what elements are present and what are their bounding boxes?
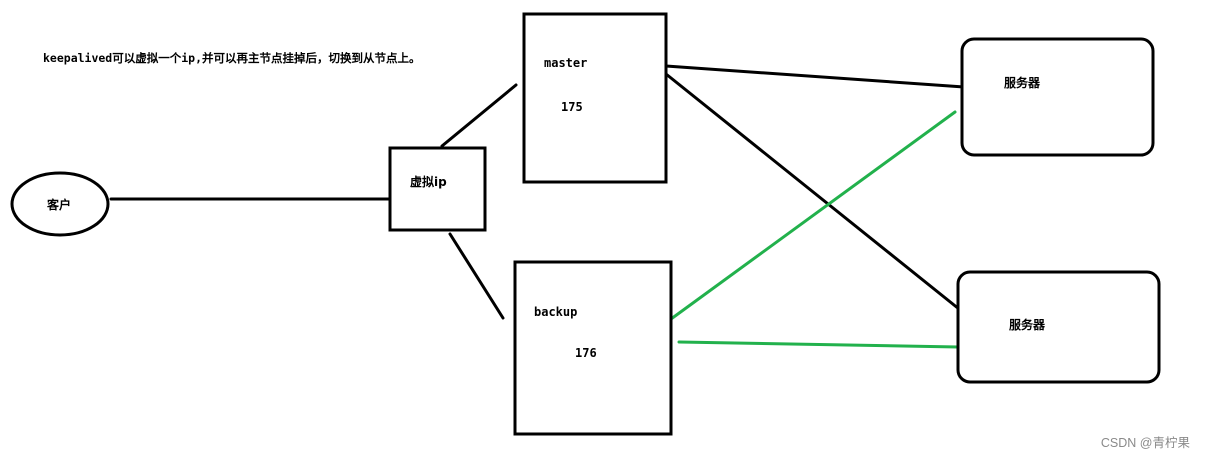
backup-ip: 176 [575,346,597,360]
edge-backup-server1 [669,110,957,321]
master-label: master [544,56,587,70]
master-ip: 175 [561,100,583,114]
client-label: 客户 [46,197,71,212]
watermark: CSDN @青柠果 [1101,435,1191,450]
server2-node: 服务器 [956,270,1161,384]
server2-label: 服务器 [1009,317,1046,332]
diagram-note: keepalived可以虚拟一个ip,并可以再主节点挂掉后，切换到从节点上。 [43,51,421,65]
server1-label: 服务器 [1004,75,1041,90]
edge-vip-master [440,83,518,148]
backup-node: backup 176 [513,260,673,436]
edge-master-server1 [664,64,966,89]
edge-vip-backup [448,232,505,320]
edge-backup-server2 [677,340,960,349]
edges [109,64,966,349]
vip-node: 虚拟ip [388,146,487,232]
edge-master-server2 [664,72,966,315]
master-node: master 175 [522,12,668,184]
vip-label: 虚拟ip [410,174,447,189]
backup-label: backup [534,305,577,319]
client-node: 客户 [10,171,110,237]
server1-node: 服务器 [960,37,1155,157]
